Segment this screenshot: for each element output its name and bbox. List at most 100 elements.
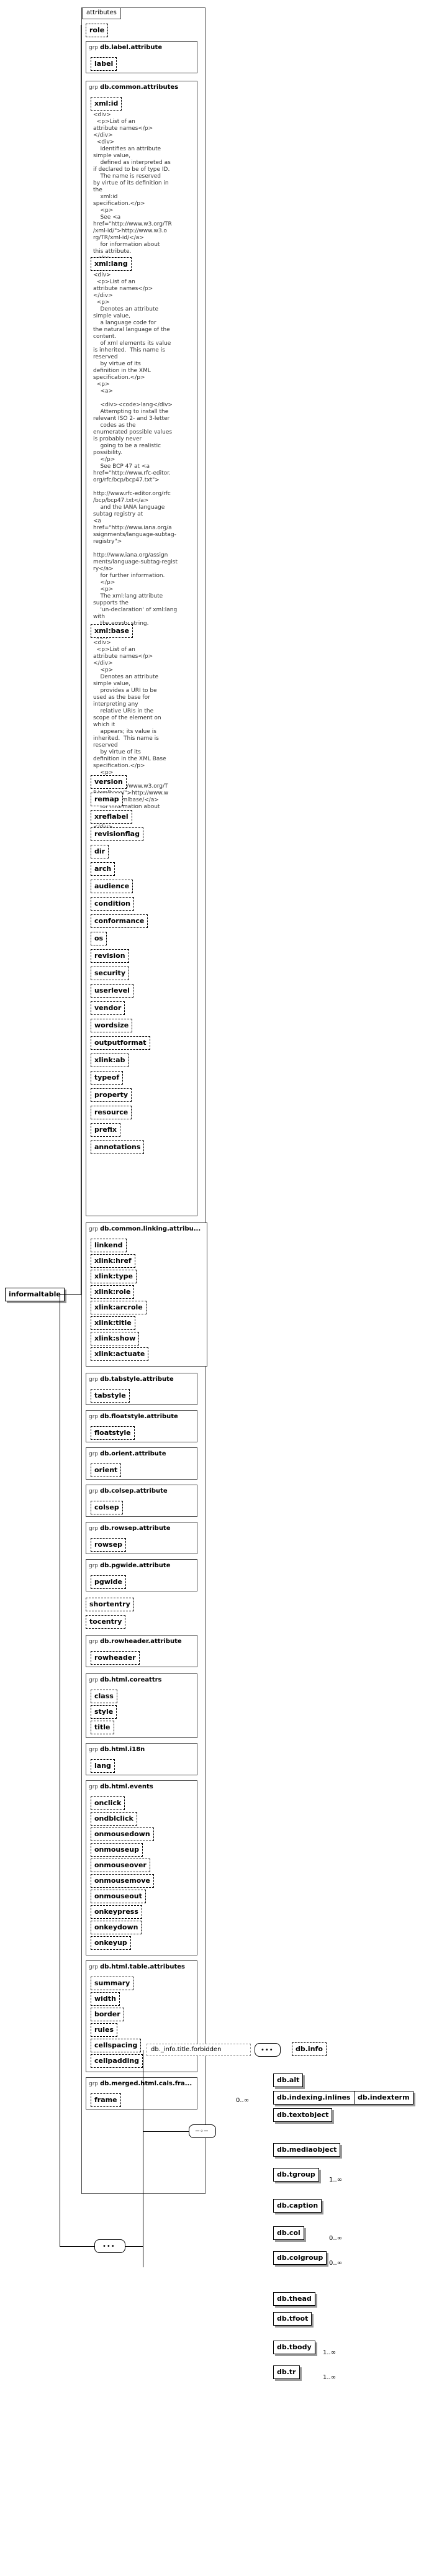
attr-arch[interactable]: arch [91, 862, 115, 876]
multiplicity-1-n: 1..∞ [323, 2374, 336, 2381]
attr-xlink-arcrole[interactable]: xlink:arcrole [91, 1301, 147, 1314]
element-db-textobject[interactable]: db.textobject [273, 2108, 333, 2122]
element-db-mediaobject[interactable]: db.mediaobject [273, 2143, 341, 2157]
group-name: db.rowsep.attribute [100, 1525, 171, 1532]
attr-orient[interactable]: orient [91, 1463, 122, 1477]
attr-xml-lang[interactable]: xml:lang [91, 257, 132, 271]
attr-tocentry[interactable]: tocentry [86, 1615, 126, 1629]
attr-vendor[interactable]: vendor [91, 1001, 125, 1015]
multiplicity-0-n: 0..∞ [236, 2097, 250, 2104]
attr-condition[interactable]: condition [91, 897, 134, 911]
attr-xml-base[interactable]: xml:base [91, 624, 133, 638]
attr-audience[interactable]: audience [91, 880, 133, 893]
attr-xlink-show[interactable]: xlink:show [91, 1332, 140, 1345]
element-db-alt[interactable]: db.alt [273, 2073, 304, 2087]
attr-colsep[interactable]: colsep [91, 1501, 123, 1514]
attr-shortentry[interactable]: shortentry [86, 1598, 134, 1611]
attr-tabstyle[interactable]: tabstyle [91, 1389, 130, 1403]
attr-revision[interactable]: revision [91, 949, 129, 963]
root-element-informaltable[interactable]: informaltable [5, 1288, 65, 1301]
element-db-thead[interactable]: db.thead [273, 2292, 315, 2306]
attr-linkend[interactable]: linkend [91, 1239, 127, 1252]
attr-conformance[interactable]: conformance [91, 914, 148, 928]
group-name: db.html.i18n [100, 1746, 145, 1753]
attr-typeof[interactable]: typeof [91, 1071, 124, 1085]
attr-onmouseout[interactable]: onmouseout [91, 1890, 146, 1903]
attr-style[interactable]: style [91, 1705, 117, 1719]
attr-xlink-role[interactable]: xlink:role [91, 1285, 135, 1299]
sequence-compositor[interactable]: ••• [94, 2239, 125, 2253]
attr-prefix[interactable]: prefix [91, 1123, 121, 1137]
group-tag: grp [89, 1377, 99, 1383]
attr-width[interactable]: width [91, 1992, 120, 2006]
multiplicity-1-n: 1..∞ [323, 2349, 336, 2356]
attr-class[interactable]: class [91, 1690, 117, 1703]
group-tag: grp [89, 1226, 99, 1232]
element-db-tfoot[interactable]: db.tfoot [273, 2312, 312, 2326]
info-sequence[interactable]: ••• [255, 2043, 281, 2057]
attr-onmouseover[interactable]: onmouseover [91, 1859, 150, 1872]
attr-summary[interactable]: summary [91, 1977, 134, 1990]
attr-onmousemove[interactable]: onmousemove [91, 1874, 154, 1888]
element-db-caption[interactable]: db.caption [273, 2199, 322, 2213]
attr-pgwide[interactable]: pgwide [91, 1575, 127, 1589]
attr-annotations[interactable]: annotations [91, 1140, 145, 1154]
attr-resource[interactable]: resource [91, 1106, 132, 1119]
attr-onmouseup[interactable]: onmouseup [91, 1843, 143, 1857]
attr-dir[interactable]: dir [91, 845, 109, 858]
attr-onkeydown[interactable]: onkeydown [91, 1921, 142, 1934]
attr-onkeyup[interactable]: onkeyup [91, 1936, 131, 1950]
attr-security[interactable]: security [91, 967, 129, 980]
attr-remap[interactable]: remap [91, 793, 123, 806]
element-db-info[interactable]: db.info [292, 2042, 327, 2056]
sequence-dots: ••• [261, 2047, 274, 2054]
multiplicity-0-n: 0..∞ [329, 2235, 343, 2242]
attr-xlink-href[interactable]: xlink:href [91, 1254, 135, 1268]
group-info-title-forbidden: db._info.title.forbidden [147, 2044, 251, 2056]
element-db-tgroup[interactable]: db.tgroup [273, 2168, 319, 2182]
attr-onmousedown[interactable]: onmousedown [91, 1827, 154, 1841]
element-db-indexing-inlines[interactable]: db.indexing.inlines [273, 2091, 354, 2105]
attr-ondblclick[interactable]: ondblclick [91, 1812, 137, 1826]
attr-revisionflag[interactable]: revisionflag [91, 827, 143, 841]
element-db-colgroup[interactable]: db.colgroup [273, 2251, 327, 2265]
group-name: db.common.attributes [100, 84, 179, 91]
attr-title[interactable]: title [91, 1721, 114, 1734]
attr-onclick[interactable]: onclick [91, 1796, 125, 1810]
attr-rules[interactable]: rules [91, 2023, 118, 2037]
group-tag: grp [89, 1414, 99, 1420]
choice-dots: ─◦─ [196, 2128, 209, 2135]
attr-os[interactable]: os [91, 932, 107, 945]
attr-wordsize[interactable]: wordsize [91, 1019, 133, 1032]
attr-xlink-title[interactable]: xlink:title [91, 1316, 135, 1330]
attr-rowheader[interactable]: rowheader [91, 1651, 140, 1665]
root-connector [60, 1294, 97, 1295]
attr-version[interactable]: version [91, 775, 127, 789]
attr-role[interactable]: role [86, 24, 109, 37]
element-db-indexterm[interactable]: db.indexterm [354, 2091, 413, 2105]
attr-label[interactable]: label [91, 57, 117, 71]
attr-outputformat[interactable]: outputformat [91, 1036, 150, 1050]
attr-border[interactable]: border [91, 2008, 124, 2021]
attr-xlink-actuate[interactable]: xlink:actuate [91, 1347, 149, 1361]
attr-floatstyle[interactable]: floatstyle [91, 1426, 135, 1440]
attr-rowsep[interactable]: rowsep [91, 1538, 127, 1552]
element-db-tr[interactable]: db.tr [273, 2365, 300, 2379]
attr-xreflabel[interactable]: xreflabel [91, 810, 132, 824]
attr-property[interactable]: property [91, 1088, 132, 1102]
attr-xml-id[interactable]: xml:id [91, 97, 122, 111]
attr-lang[interactable]: lang [91, 1759, 115, 1773]
attr-xlink-ab[interactable]: xlink:ab [91, 1054, 129, 1067]
attributes-tab: attributes [82, 7, 121, 19]
group-tag: grp [89, 1526, 99, 1532]
element-db-tbody[interactable]: db.tbody [273, 2341, 315, 2354]
attr-cellpadding[interactable]: cellpadding [91, 2054, 143, 2068]
group-tag: grp [89, 1747, 99, 1753]
attr-xlink-type[interactable]: xlink:type [91, 1270, 137, 1283]
element-db-col[interactable]: db.col [273, 2226, 304, 2240]
attr-cellspacing[interactable]: cellspacing [91, 2039, 142, 2052]
choice-compositor[interactable]: ─◦─ [189, 2124, 216, 2138]
attr-onkeypress[interactable]: onkeypress [91, 1905, 142, 1919]
attr-userlevel[interactable]: userlevel [91, 984, 133, 998]
attr-frame[interactable]: frame [91, 2093, 121, 2107]
